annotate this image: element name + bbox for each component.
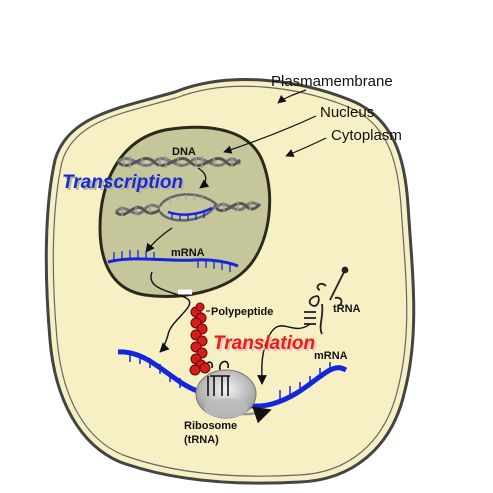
trna-molecule (304, 266, 349, 335)
nucleus-callout-arrow (223, 115, 317, 154)
ribosome-trna-label: (tRNA) (184, 434, 219, 446)
polypeptide-label: Polypeptide (211, 306, 273, 318)
cytoplasm-label: Cytoplasm (331, 127, 402, 144)
cytoplasm-mrna-label: mRNA (314, 350, 348, 362)
ribosome (195, 360, 257, 419)
translation-label: Translation (213, 333, 315, 354)
transcription-to-mrna-arrow (145, 227, 173, 253)
transcription-label: Transcription (62, 172, 183, 193)
nucleus-label: Nucleus (320, 104, 374, 121)
transcription-shadow: Transcription (64, 174, 185, 195)
plasma-membrane-callout-arrow (277, 89, 307, 104)
trna-label: tRNA (333, 303, 361, 315)
ribosome-label: Ribosome (184, 420, 237, 432)
mrna-export-path (150, 271, 191, 353)
cytoplasm-mrna-strand (117, 349, 348, 409)
polypeptide-chain (189, 302, 211, 376)
dna-helix (114, 156, 262, 222)
plasma-membrane-inner (52, 85, 408, 477)
cytoplasm-callout-arrow (285, 137, 327, 157)
transcription-bubble (158, 193, 218, 222)
nucleus-mrna-strand (107, 257, 239, 268)
dna-label: DNA (172, 146, 196, 158)
nucleus-mrna-label: mRNA (171, 247, 205, 259)
dna-to-transcription-arrow (197, 167, 210, 189)
plasma-membrane-label: Plasmamembrane (271, 73, 393, 90)
translation-shadow: Translation (215, 335, 317, 356)
trna-to-ribosome-path (257, 323, 311, 385)
nucleus (98, 125, 272, 298)
